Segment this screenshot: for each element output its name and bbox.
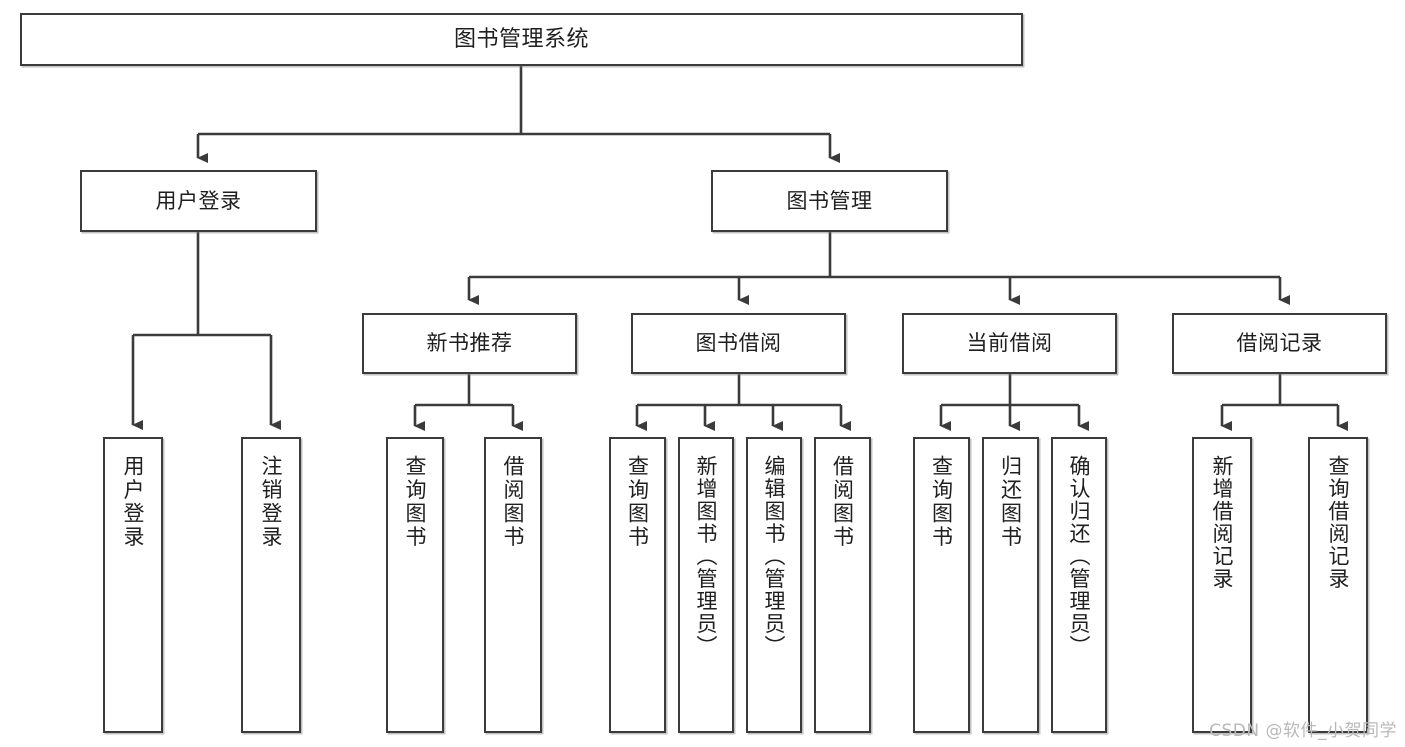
node-book-manage-label: 图书管理 bbox=[786, 188, 873, 213]
node-current-borrow-label: 当前借阅 bbox=[966, 331, 1053, 356]
csdn-watermark: CSDN @软件_小贺同学 bbox=[1209, 721, 1397, 741]
leaf-user-login-label: 用户登录 bbox=[121, 455, 146, 549]
leaf-query-borrow-record-label: 查询借阅记录 bbox=[1326, 455, 1351, 590]
node-borrow-record[interactable]: 借阅记录 bbox=[1172, 313, 1387, 374]
leaf-user-login[interactable]: 用户登录 bbox=[103, 437, 163, 733]
leaf-add-borrow-record[interactable]: 新增借阅记录 bbox=[1192, 437, 1252, 733]
leaf-add-book-label: 新增图书（管理员） bbox=[694, 455, 719, 658]
node-book-borrow-label: 图书借阅 bbox=[695, 331, 782, 356]
leaf-return-book-label: 归还图书 bbox=[998, 455, 1023, 549]
leaf-borrow-book-new[interactable]: 借阅图书 bbox=[484, 437, 542, 733]
leaf-query-book-current-label: 查询图书 bbox=[929, 455, 954, 549]
leaf-confirm-return-label: 确认归还（管理员） bbox=[1067, 455, 1092, 658]
leaf-edit-book[interactable]: 编辑图书（管理员） bbox=[746, 437, 802, 733]
node-new-book-recommendation[interactable]: 新书推荐 bbox=[362, 313, 577, 374]
leaf-query-book-current[interactable]: 查询图书 bbox=[913, 437, 970, 733]
leaf-borrow-book-new-label: 借阅图书 bbox=[501, 455, 526, 549]
leaf-query-book-new-label: 查询图书 bbox=[403, 455, 428, 549]
leaf-borrow-book-borrow-label: 借阅图书 bbox=[830, 455, 855, 549]
leaf-edit-book-label: 编辑图书（管理员） bbox=[762, 455, 787, 658]
node-new-book-recommendation-label: 新书推荐 bbox=[426, 331, 513, 356]
leaf-query-book-borrow[interactable]: 查询图书 bbox=[609, 437, 666, 733]
leaf-query-book-borrow-label: 查询图书 bbox=[625, 455, 650, 549]
leaf-confirm-return[interactable]: 确认归还（管理员） bbox=[1051, 437, 1107, 733]
leaf-logout-label: 注销登录 bbox=[259, 455, 284, 549]
node-current-borrow[interactable]: 当前借阅 bbox=[902, 313, 1117, 374]
leaf-return-book[interactable]: 归还图书 bbox=[982, 437, 1039, 733]
node-book-manage[interactable]: 图书管理 bbox=[711, 170, 948, 232]
node-root[interactable]: 图书管理系统 bbox=[20, 13, 1023, 66]
leaf-logout[interactable]: 注销登录 bbox=[241, 437, 301, 733]
node-borrow-record-label: 借阅记录 bbox=[1236, 331, 1323, 356]
node-user-login[interactable]: 用户登录 bbox=[80, 170, 317, 232]
leaf-add-borrow-record-label: 新增借阅记录 bbox=[1210, 455, 1235, 590]
node-book-borrow[interactable]: 图书借阅 bbox=[631, 313, 846, 374]
leaf-query-borrow-record[interactable]: 查询借阅记录 bbox=[1308, 437, 1368, 733]
leaf-borrow-book-borrow[interactable]: 借阅图书 bbox=[814, 437, 871, 733]
node-root-label: 图书管理系统 bbox=[453, 26, 589, 52]
leaf-add-book[interactable]: 新增图书（管理员） bbox=[678, 437, 734, 733]
leaf-query-book-new[interactable]: 查询图书 bbox=[386, 437, 444, 733]
node-user-login-label: 用户登录 bbox=[155, 188, 242, 213]
